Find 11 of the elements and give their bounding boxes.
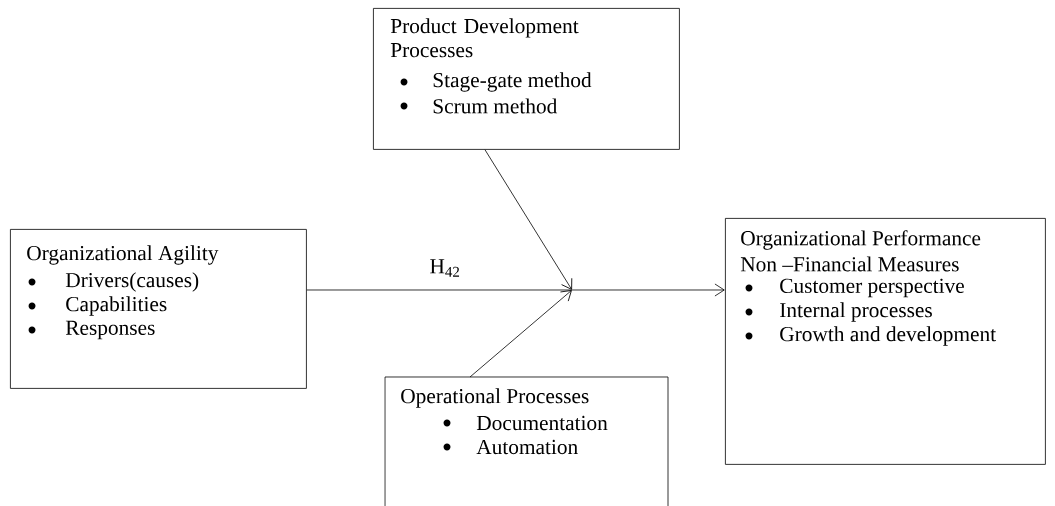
node-label: Operational Processes [401,388,589,408]
edge-label: H$_{42}$ [428,257,462,279]
process-box: Product Development Processes Stage-gate method Scrum method [373,8,680,150]
process-box: Organizational Agility Drivers(causes) Capabilities Responses [10,229,307,389]
process-box: Organizational Performance Non –Financial Measures Customer perspective Internal processes Growth and development [725,218,1046,465]
arrow [484,149,573,290]
node-label: Documentation [476,415,608,431]
arrow [306,283,725,297]
process-box: Operational Processes Documentation Automation [384,376,669,506]
node-label: Automation [476,439,578,455]
arrow [469,290,572,378]
